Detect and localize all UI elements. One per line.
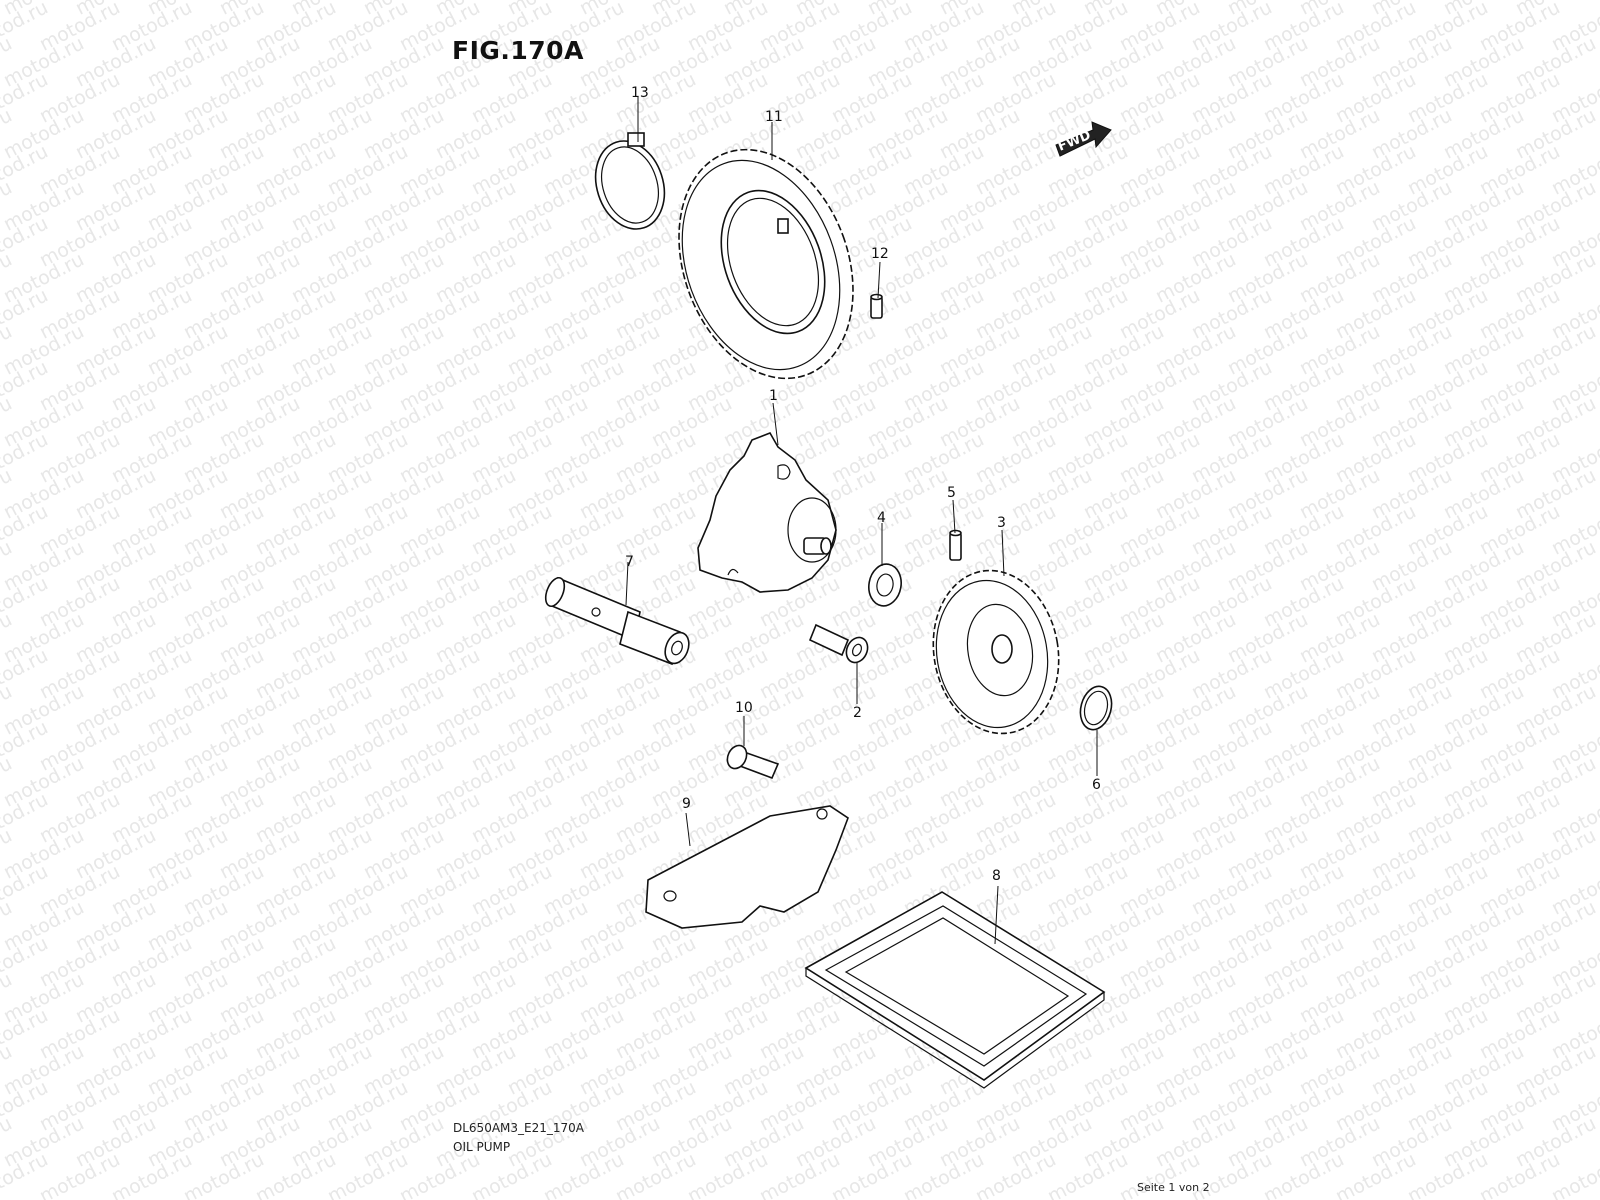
callout-11: 11 [765, 109, 783, 125]
figure-title: FIG.170A [452, 36, 584, 65]
callout-2: 2 [853, 705, 862, 721]
fwd-label: FWD [1056, 128, 1093, 155]
leader-lines [625, 97, 1098, 945]
part-13-circlip [594, 132, 666, 230]
callout-10: 10 [735, 700, 753, 716]
part-2-bolt [808, 623, 869, 664]
part-8-strainer [804, 891, 1106, 1089]
part-9-plate [645, 805, 849, 929]
part-11-driven-gear [678, 148, 854, 380]
part-12-pin [870, 293, 883, 319]
callout-5: 5 [947, 485, 956, 501]
part-10-bolt [726, 744, 780, 780]
callout-13: 13 [631, 85, 649, 101]
diagram-description: OIL PUMP [453, 1140, 511, 1154]
callout-3: 3 [997, 515, 1006, 531]
callout-9: 9 [682, 796, 691, 812]
callout-12: 12 [871, 246, 889, 262]
part-3-drive-gear [932, 569, 1060, 735]
page-indicator: Seite 1 von 2 [1137, 1181, 1210, 1194]
callout-1: 1 [769, 388, 778, 404]
callout-4: 4 [877, 510, 886, 526]
fwd-arrow-icon: FWD [1055, 121, 1112, 157]
callout-6: 6 [1092, 777, 1101, 793]
part-6-circlip [1079, 685, 1113, 731]
callout-8: 8 [992, 868, 1001, 884]
diagram-code: DL650AM3_E21_170A [453, 1121, 584, 1135]
part-4-washer [868, 563, 902, 607]
callout-7: 7 [625, 554, 634, 570]
part-1-oil-pump [697, 432, 837, 593]
part-5-pin [949, 529, 962, 561]
part-7-valve [544, 576, 690, 666]
